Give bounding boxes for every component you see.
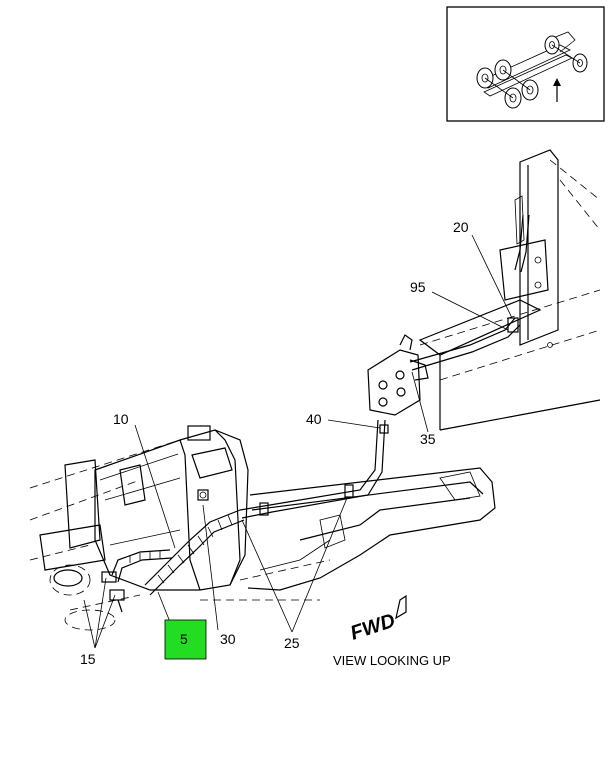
callout-20[interactable]: 20	[453, 219, 469, 235]
frame-outline	[29, 159, 601, 631]
callout-10[interactable]: 10	[113, 411, 129, 427]
callout-15[interactable]: 15	[80, 651, 96, 667]
callout-95[interactable]: 95	[410, 279, 426, 295]
forward-indicator: FWD	[348, 594, 407, 645]
callout-35[interactable]: 35	[420, 431, 436, 447]
transmission-housing	[39, 425, 249, 591]
leader-lines	[83, 234, 513, 649]
mounting-bracket	[367, 334, 429, 416]
locator-inset	[446, 6, 605, 122]
truck-chassis-locator-icon	[476, 31, 588, 109]
view-caption: VIEW LOOKING UP	[333, 653, 451, 668]
callout-5-highlight[interactable]: 5	[164, 619, 207, 660]
callout-25[interactable]: 25	[284, 635, 300, 651]
fwd-label: FWD	[348, 610, 398, 645]
crossmember	[247, 467, 496, 591]
callout-40[interactable]: 40	[306, 411, 322, 427]
callouts: 10 15 30 25 40 20 95 35	[80, 219, 469, 667]
wiring-harness	[101, 214, 530, 613]
forward-arrow-icon	[395, 594, 407, 620]
callout-5[interactable]: 5	[180, 631, 188, 647]
callout-30[interactable]: 30	[220, 631, 236, 647]
frame-bracket	[418, 149, 601, 431]
